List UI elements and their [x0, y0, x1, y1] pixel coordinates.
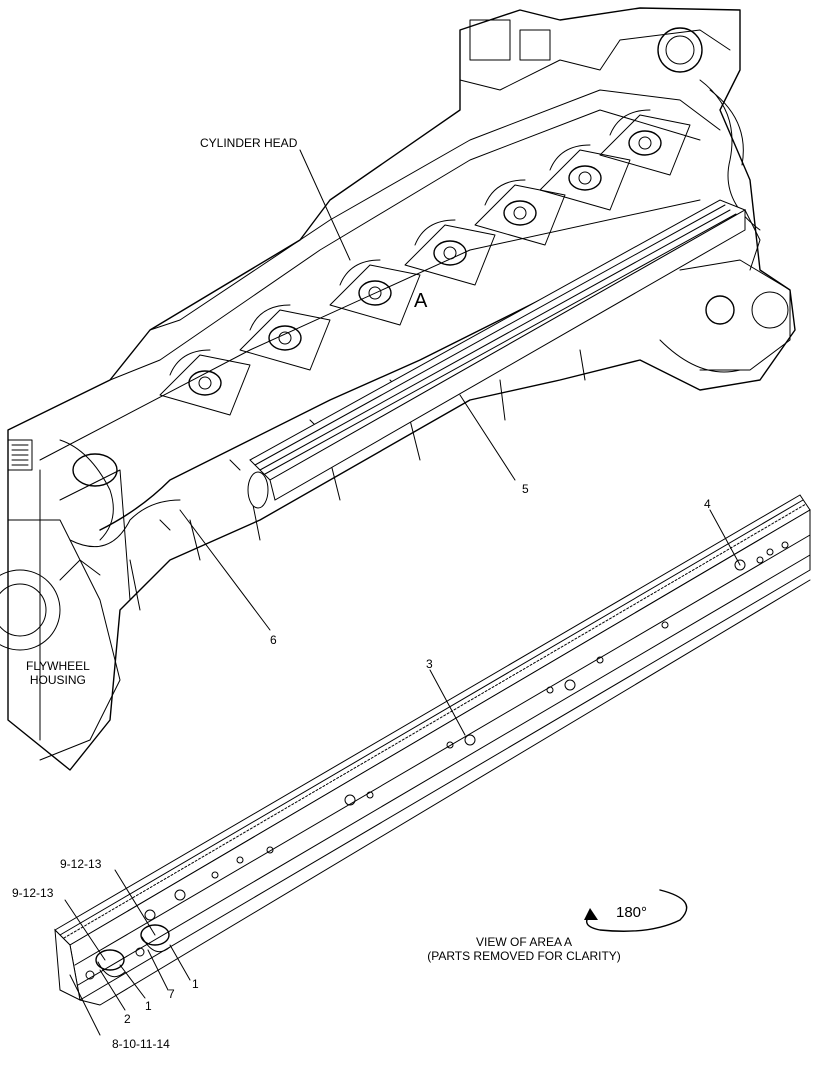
rocker-assemblies: [159, 109, 691, 416]
rotation-arrow-icon: [584, 889, 688, 932]
part-number-3: 3: [426, 657, 433, 671]
part-number-7: 7: [168, 987, 175, 1001]
view-of-area-a-caption: VIEW OF AREA A (PARTS REMOVED FOR CLARIT…: [404, 935, 644, 964]
rotation-label: 180°: [616, 904, 648, 921]
part-number-9-12-13-lower: 9-12-13: [12, 886, 54, 900]
part-number-5: 5: [522, 482, 529, 496]
leader-lines: [64, 149, 741, 1036]
flywheel-housing-line1: FLYWHEEL: [26, 659, 90, 673]
part-number-6: 6: [270, 633, 277, 647]
part-number-8-10-11-14: 8-10-11-14: [112, 1037, 170, 1051]
view-caption-line1: VIEW OF AREA A: [475, 935, 573, 949]
flywheel-housing-line2: HOUSING: [29, 672, 86, 687]
view-caption-line2: (PARTS REMOVED FOR CLARITY): [427, 948, 621, 963]
part-number-2: 2: [124, 1012, 131, 1026]
part-number-1b: 1: [192, 977, 199, 991]
detail-rail: [54, 494, 811, 1006]
flywheel-housing-label: FLYWHEEL HOUSING: [26, 659, 90, 688]
part-number-4: 4: [704, 497, 711, 511]
area-a-marker: A: [414, 290, 428, 312]
part-number-1a: 1: [145, 999, 152, 1013]
clamp-fittings: [85, 924, 171, 980]
cover-rail-part-5: [247, 199, 761, 509]
engine-block: [0, 7, 796, 771]
cylinder-head-label: CYLINDER HEAD: [200, 136, 298, 150]
part-number-9-12-13-upper: 9-12-13: [60, 857, 102, 871]
rail-holes: [144, 541, 789, 921]
